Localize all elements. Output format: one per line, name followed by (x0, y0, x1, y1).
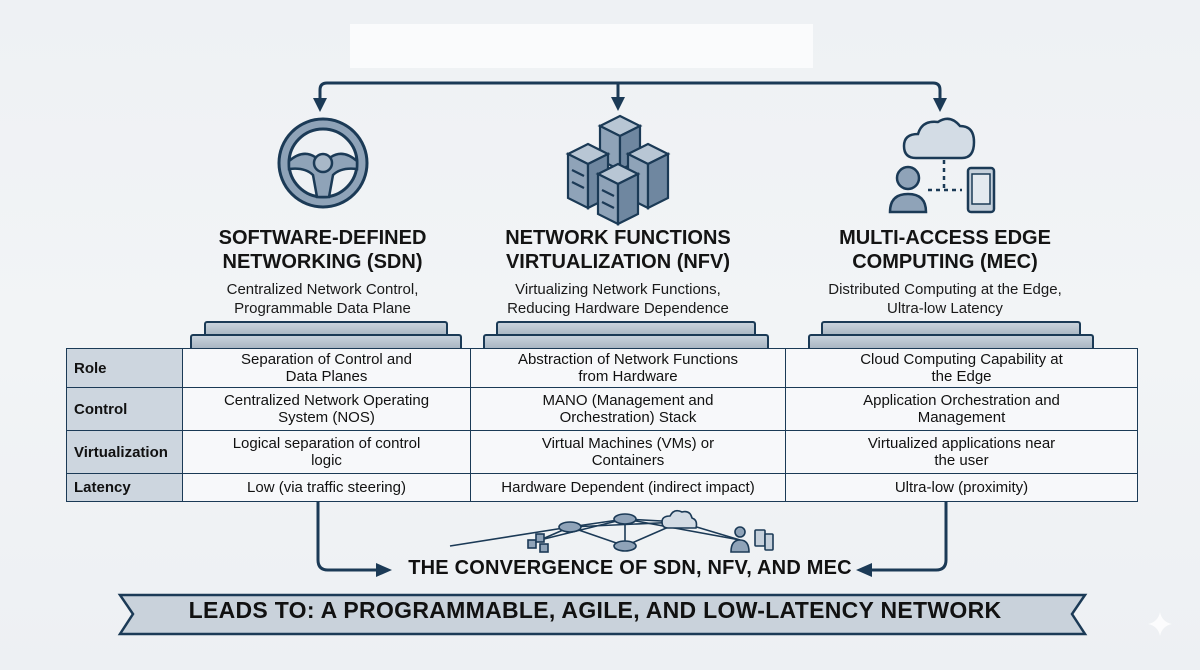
arrow-down-nfv-icon (611, 97, 625, 111)
server-stack-icon (565, 114, 671, 226)
row-label: Latency (66, 473, 183, 502)
convergence-title: THE CONVERGENCE OF SDN, NFV, AND MEC (408, 557, 852, 579)
table-row-latency: Latency Low (via traffic steering) Hardw… (66, 473, 1138, 502)
cell-mec: Ultra-low (proximity) (785, 473, 1138, 502)
column-header-nfv: NETWORK FUNCTIONS VIRTUALIZATION (NFV) V… (483, 226, 753, 318)
pedestal-sdn-bottom (190, 334, 462, 348)
pedestal-mec-top (821, 321, 1081, 335)
pedestal-sdn-top (204, 321, 448, 335)
column-header-mec: MULTI-ACCESS EDGE COMPUTING (MEC) Distri… (800, 226, 1090, 318)
row-label: Role (66, 348, 183, 388)
pedestal-nfv-bottom (483, 334, 769, 348)
pedestal-nfv-top (496, 321, 756, 335)
cell-nfv: Hardware Dependent (indirect impact) (470, 473, 786, 502)
cloud-user-device-icon (888, 117, 996, 214)
cell-sdn: Low (via traffic steering) (182, 473, 471, 502)
sparkle-icon (1148, 612, 1172, 636)
network-topology-icon (449, 509, 774, 553)
nfv-subtitle: Virtualizing Network Functions, Reducing… (507, 281, 729, 317)
arrow-right-icon (376, 563, 392, 577)
table-row-virtualization: Virtualization Logical separation of con… (66, 430, 1138, 474)
sdn-title: SOFTWARE-DEFINED NETWORKING (SDN) (218, 227, 427, 273)
arrow-down-mec-icon (933, 98, 947, 112)
steering-wheel-icon (277, 117, 369, 209)
row-label: Control (66, 387, 183, 431)
arrow-left-icon (856, 563, 872, 577)
mec-subtitle: Distributed Computing at the Edge, Ultra… (828, 281, 1062, 317)
converge-arrows (316, 500, 948, 572)
top-distribution-arrows (318, 81, 942, 105)
mec-title: MULTI-ACCESS EDGE COMPUTING (MEC) (839, 227, 1051, 273)
column-header-sdn: SOFTWARE-DEFINED NETWORKING (SDN) Centra… (190, 226, 455, 318)
nfv-title: NETWORK FUNCTIONS VIRTUALIZATION (NFV) (505, 227, 731, 273)
title-placeholder-box (350, 24, 813, 68)
row-label: Virtualization (66, 430, 183, 474)
pedestal-mec-bottom (808, 334, 1094, 348)
banner-text: LEADS TO: A PROGRAMMABLE, AGILE, AND LOW… (188, 597, 1002, 623)
sdn-subtitle: Centralized Network Control, Programmabl… (226, 281, 419, 317)
banner-ribbon (117, 593, 1088, 636)
arrow-down-sdn-icon (313, 98, 327, 112)
